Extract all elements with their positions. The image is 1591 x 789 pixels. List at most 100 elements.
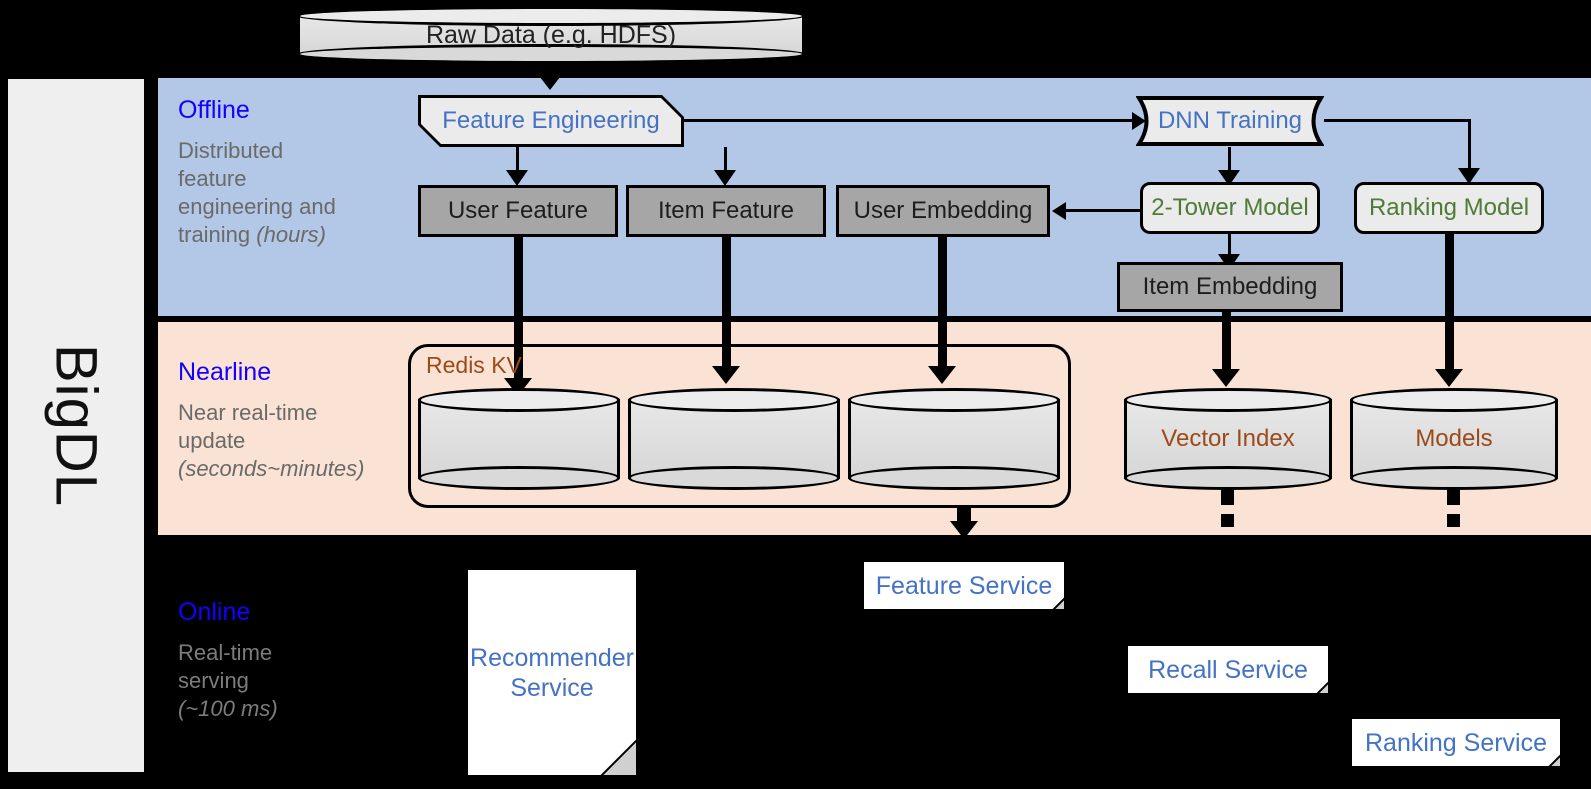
- feature-engineering-label: Feature Engineering: [442, 107, 660, 134]
- edge-dnn-twotower: [1228, 147, 1231, 179]
- vector-index-cylinder[interactable]: Vector Index: [1124, 388, 1332, 490]
- online-label-group: Online Real-time serving (~100 ms): [178, 598, 388, 723]
- redis-kv-container: [408, 344, 1071, 508]
- offline-sub-line3: engineering and: [178, 194, 336, 220]
- item-embedding-label: Item Embedding: [1142, 273, 1318, 300]
- edge-fe-userfeature-arrowhead: [506, 170, 528, 186]
- vector-index-label: Vector Index: [1161, 425, 1295, 452]
- pipe-itemfeature-store: [722, 237, 731, 377]
- cylinder-top: [418, 388, 620, 412]
- dnn-training-node[interactable]: DNN Training: [1136, 95, 1324, 147]
- online-title: Online: [178, 598, 251, 626]
- recall-service-label: Recall Service: [1148, 655, 1308, 684]
- pipe-rankingmodel-models-arrowhead: [1435, 369, 1463, 387]
- edge-twotower-itemembedding: [1228, 234, 1231, 262]
- pipe-itemembedding-vectorindex: [1222, 312, 1231, 380]
- cylinder-bottom: [297, 44, 805, 64]
- edge-dnn-ranking-arrowhead: [1458, 168, 1480, 184]
- cylinder-top: [1124, 388, 1332, 412]
- dnn-training-label: DNN Training: [1157, 107, 1303, 134]
- online-sub-em: (~100 ms): [178, 696, 278, 722]
- cylinder-bottom: [848, 466, 1060, 490]
- cylinder-top: [1350, 388, 1558, 412]
- pipe-userembedding-store: [938, 237, 947, 377]
- bigdl-rail: BigDL: [8, 79, 144, 772]
- raw-data-label: Raw Data (e.g. HDFS): [425, 20, 677, 49]
- item-feature-node[interactable]: Item Feature: [626, 185, 826, 237]
- offline-sub-em: (hours): [256, 222, 326, 248]
- bigdl-label: BigDL: [43, 344, 109, 507]
- offline-sub-line2: feature: [178, 166, 247, 192]
- item-feature-store-cylinder[interactable]: [628, 388, 840, 490]
- user-feature-store-label: [418, 388, 620, 490]
- edge-twotower-userembedding: [1066, 209, 1140, 212]
- recall-service-node[interactable]: Recall Service: [1128, 646, 1329, 694]
- two-tower-model-label: 2-Tower Model: [1151, 194, 1309, 221]
- models-label: Models: [1415, 425, 1493, 452]
- nearline-sub-line2: update: [178, 428, 246, 454]
- item-embedding-node[interactable]: Item Embedding: [1117, 262, 1343, 312]
- pipe-userfeature-store: [514, 237, 523, 389]
- cylinder-top: [848, 388, 1060, 412]
- models-cylinder[interactable]: Models: [1350, 388, 1558, 490]
- recommender-service-node[interactable]: Recommender Service: [468, 570, 637, 776]
- dash-featureservice-1: [957, 507, 971, 521]
- user-embedding-store-cylinder[interactable]: [848, 388, 1060, 490]
- cylinder-top: [297, 6, 805, 26]
- dash-models-2: [1447, 514, 1460, 527]
- two-tower-model-node[interactable]: 2-Tower Model: [1140, 182, 1320, 234]
- item-feature-store-label: [628, 388, 840, 490]
- cylinder-bottom: [418, 466, 620, 490]
- nearline-sub-em: (seconds~minutes): [178, 456, 365, 482]
- feature-service-node[interactable]: Feature Service: [864, 562, 1065, 610]
- ranking-service-label: Ranking Service: [1364, 728, 1548, 757]
- offline-title: Offline: [178, 96, 250, 124]
- cylinder-bottom: [628, 466, 840, 490]
- user-feature-node[interactable]: User Feature: [418, 185, 618, 237]
- online-sub-line2: serving: [178, 668, 249, 694]
- pipe-itemfeature-store-arrowhead: [712, 366, 740, 384]
- pipe-userembedding-store-arrowhead: [928, 366, 956, 384]
- edge-twotower-userembedding-arrowhead: [1052, 202, 1066, 220]
- ranking-service-node[interactable]: Ranking Service: [1352, 719, 1561, 767]
- nearline-sub-line1: Near real-time: [178, 400, 318, 425]
- cylinder-bottom: [1124, 466, 1332, 490]
- user-embedding-label: User Embedding: [853, 197, 1033, 224]
- edge-fe-itemfeature: [724, 147, 727, 179]
- ranking-service-fold-icon: [1547, 753, 1561, 767]
- recommender-service-fold-icon: [599, 738, 637, 776]
- recall-service-fold-icon: [1315, 680, 1329, 694]
- feature-service-label: Feature Service: [875, 571, 1053, 600]
- pipe-itemembedding-vectorindex-arrowhead: [1212, 369, 1240, 387]
- edge-rawdata-fe-arrowhead: [536, 72, 564, 90]
- user-embedding-store-label: [848, 388, 1060, 490]
- nearline-label-group: Nearline Near real-time update (seconds~…: [178, 358, 408, 483]
- pipe-rankingmodel-models: [1445, 234, 1454, 380]
- user-feature-store-cylinder[interactable]: [418, 388, 620, 490]
- feature-service-fold-icon: [1051, 596, 1065, 610]
- dash-models-1: [1447, 489, 1460, 505]
- dash-vectorindex-1: [1221, 489, 1234, 505]
- online-subtitle: Real-time serving (~100 ms): [178, 639, 388, 723]
- cylinder-top: [628, 388, 840, 412]
- user-embedding-node[interactable]: User Embedding: [836, 185, 1050, 237]
- online-sub-line1: Real-time: [178, 640, 273, 665]
- feature-engineering-node[interactable]: Feature Engineering: [418, 95, 684, 147]
- ranking-model-label: Ranking Model: [1368, 194, 1530, 221]
- nearline-title: Nearline: [178, 358, 272, 386]
- dash-featureservice-arrowhead: [950, 521, 978, 539]
- offline-label-group: Offline Distributed feature engineering …: [178, 96, 363, 250]
- edge-dnn-ranking-h: [1324, 119, 1471, 122]
- dnn-training-shape: [1136, 96, 1324, 146]
- ranking-model-node[interactable]: Ranking Model: [1354, 182, 1544, 234]
- user-feature-label: User Feature: [447, 197, 589, 224]
- nearline-subtitle: Near real-time update (seconds~minutes): [178, 399, 408, 483]
- recommender-service-line2: Service: [510, 673, 594, 702]
- offline-sub-line1: Distributed: [178, 138, 284, 163]
- offline-subtitle: Distributed feature engineering and trai…: [178, 137, 363, 250]
- item-feature-label: Item Feature: [657, 197, 795, 224]
- cylinder-bottom: [1350, 466, 1558, 490]
- recommender-service-label: Recommender Service: [468, 570, 636, 775]
- edge-fe-dnn-arrowhead: [1132, 112, 1146, 130]
- raw-data-cylinder[interactable]: Raw Data (e.g. HDFS): [297, 6, 805, 64]
